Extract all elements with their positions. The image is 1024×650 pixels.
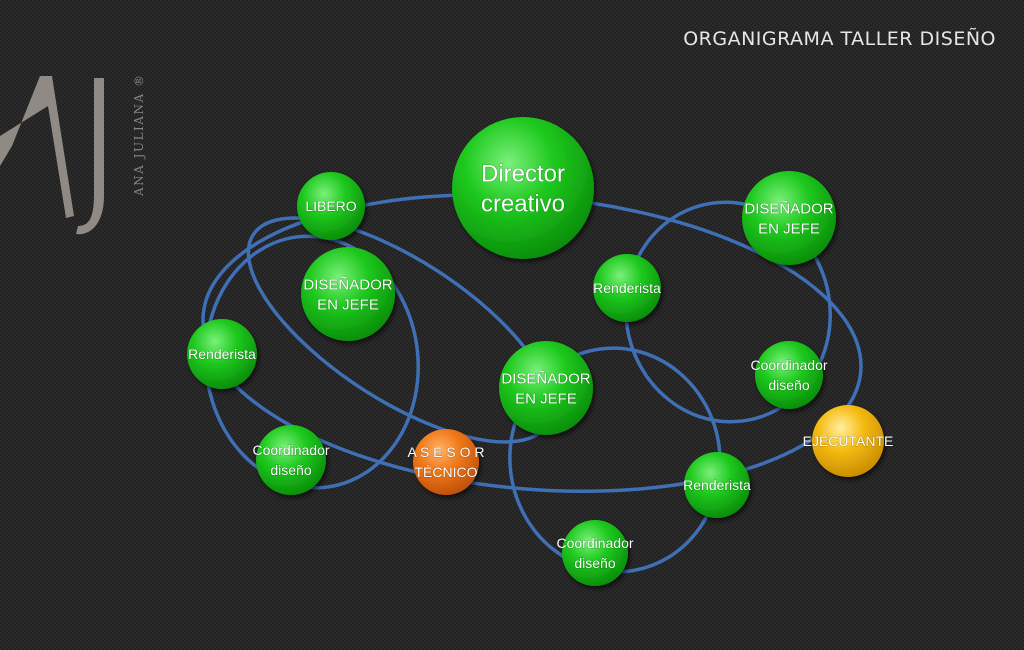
node-label: EN JEFE [317, 296, 379, 313]
node-jefe-right: DISEÑADOR EN JEFE [742, 171, 836, 265]
node-label: EN JEFE [758, 220, 820, 237]
node-circle [256, 425, 326, 495]
logo-monogram [0, 76, 104, 235]
node-label: EJECUTANTE [803, 433, 894, 449]
node-circle [812, 405, 884, 477]
node-label: creativo [481, 190, 565, 217]
node-label: A S E S O R [407, 444, 484, 460]
node-label: Renderista [593, 280, 661, 296]
node-label: EN JEFE [515, 390, 577, 407]
ring-center [508, 346, 722, 574]
node-ejecutante: EJECUTANTE [802, 405, 894, 477]
node-label: Renderista [188, 346, 256, 362]
node-label: DISEÑADOR [303, 276, 392, 293]
node-circle [755, 341, 823, 409]
node-label: DISEÑADOR [744, 200, 833, 217]
node-circle [684, 452, 750, 518]
node-label: Director [481, 160, 565, 187]
node-label: TÉCNICO [415, 464, 478, 480]
node-jefe-left: DISEÑADOR EN JEFE [301, 247, 395, 341]
node-renderista-center: Renderista [683, 452, 752, 518]
node-label: diseño [270, 462, 311, 478]
ring-right [623, 200, 833, 424]
node-director: Director creativo [452, 117, 594, 259]
node-label: Coordinador [252, 442, 329, 458]
node-circle [413, 429, 479, 495]
node-label: DISEÑADOR [501, 370, 590, 387]
node-label: Coordinador [750, 357, 827, 373]
node-circle [297, 172, 365, 240]
node-asesor: A S E S O R TÉCNICO [407, 429, 485, 495]
node-circle [301, 247, 395, 341]
node-coordinador-left: Coordinador diseño [252, 425, 330, 495]
node-coordinador-right: Coordinador diseño [750, 341, 828, 409]
node-jefe-center: DISEÑADOR EN JEFE [499, 341, 593, 435]
node-label: Coordinador [556, 535, 633, 551]
node-label: LIBERO [305, 198, 356, 214]
node-label: diseño [768, 377, 809, 393]
node-coordinador-center: Coordinador diseño [556, 520, 634, 586]
node-circle [742, 171, 836, 265]
node-renderista-left: Renderista [187, 319, 257, 389]
node-circle [452, 117, 594, 259]
node-libero: LIBERO [297, 172, 365, 240]
node-circle [499, 341, 593, 435]
node-circle [187, 319, 257, 389]
node-label: Renderista [683, 477, 751, 493]
node-circle [562, 520, 628, 586]
node-renderista-right: Renderista [593, 254, 662, 322]
node-label: diseño [574, 555, 615, 571]
node-circle [593, 254, 661, 322]
page-title: ORGANIGRAMA TALLER DISEÑO [683, 28, 996, 50]
